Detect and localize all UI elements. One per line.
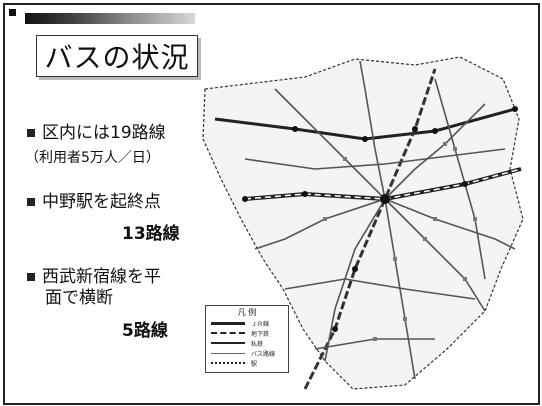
bullet-seibu-text-line1: 西武新宿線を平: [42, 267, 161, 287]
bullet-seibu-text-line2: 面で横断: [45, 288, 113, 308]
legend-row: 地下鉄: [211, 329, 283, 338]
legend-label: 地下鉄: [251, 330, 270, 338]
bus-route-map: [202, 56, 524, 390]
legend-swatch: [211, 332, 245, 334]
legend-swatch: [211, 342, 245, 344]
legend-label: 私鉄: [251, 340, 264, 348]
corner-square-decoration: [9, 9, 16, 16]
bullet-nakano-count: 13路線: [122, 224, 180, 244]
gradient-title-bar: [25, 13, 195, 24]
legend-swatch: [211, 362, 245, 364]
bullet-seibu-count: 5路線: [122, 321, 168, 341]
map-legend: 凡 例 ＪＲ線 地下鉄 私鉄 バス路線 駅: [205, 305, 289, 373]
bullet-seibu: 西武新宿線を平: [27, 267, 161, 287]
legend-swatch: [211, 352, 245, 354]
bullet-square-icon: [27, 198, 35, 207]
bus-routes: [244, 60, 516, 380]
slide-title: バスの状況: [44, 41, 190, 74]
legend-label: 駅: [251, 360, 258, 368]
bullet-nakano: 中野駅を起終点: [27, 192, 161, 212]
legend-row: 駅: [211, 359, 283, 368]
legend-row: ＪＲ線: [211, 319, 283, 328]
legend-label: バス路線: [251, 350, 276, 358]
bullet-routes: 区内には19路線: [27, 123, 166, 143]
bullet-nakano-text: 中野駅を起終点: [42, 192, 161, 212]
bullet-routes-text: 区内には19路線: [42, 123, 166, 143]
ward-boundary: [202, 56, 524, 390]
legend-label: ＪＲ線: [251, 320, 270, 328]
legend-row: 私鉄: [211, 339, 283, 348]
legend-row: バス路線: [211, 349, 283, 358]
title-box: バスの状況: [36, 35, 198, 77]
station-markers: [242, 106, 518, 332]
slide: バスの状況 区内には19路線 （利用者5万人／日） 中野駅を起終点 13路線 西…: [3, 3, 540, 405]
legend-title: 凡 例: [237, 308, 257, 317]
bus-stop-marks: [323, 142, 477, 341]
legend-swatch: [211, 321, 245, 325]
bullet-square-icon: [27, 273, 35, 282]
bullet-routes-sub: （利用者5万人／日）: [25, 150, 160, 166]
bullet-square-icon: [27, 129, 35, 138]
